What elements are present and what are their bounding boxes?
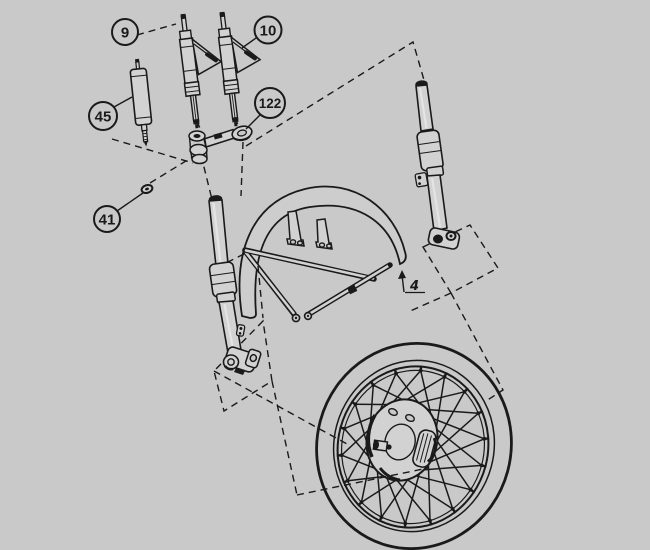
spoke-nipple (450, 507, 455, 511)
spoke-nipple (359, 500, 364, 505)
callout-leaders (113, 37, 262, 212)
fork-leg-right (414, 80, 461, 250)
front-wheel (315, 341, 513, 550)
hub-shading (366, 414, 377, 458)
svg-text:122: 122 (259, 96, 282, 111)
callout-45[interactable]: 45 (88, 101, 118, 131)
alignment-dashed-lines (111, 23, 504, 496)
washer (140, 184, 154, 194)
annotation-4: 4 (398, 270, 425, 294)
spoke-nipple (479, 463, 484, 468)
steering-stem (188, 130, 208, 165)
fork-tab (235, 324, 246, 337)
spoke-nipple (339, 453, 344, 458)
callout-9[interactable]: 9 (111, 18, 139, 46)
spoke-nipple (462, 389, 467, 394)
axle-lug-right (427, 227, 461, 250)
svg-text:45: 45 (95, 109, 112, 126)
spoke-nipple (345, 478, 350, 483)
spoke-nipple (342, 426, 347, 431)
brake-arm-window (412, 429, 437, 468)
axle-housing-left (222, 346, 262, 375)
spoke-nipple (476, 411, 481, 416)
fender-bracket-right (315, 218, 333, 250)
svg-text:9: 9 (121, 25, 129, 42)
spoke-nipple (418, 368, 423, 373)
front-fender (238, 185, 407, 319)
svg-text:10: 10 (260, 23, 277, 40)
fork-tab (414, 172, 429, 188)
callout-41[interactable]: 41 (93, 205, 121, 233)
hub-brake-plate (365, 398, 439, 482)
axle-stub (372, 439, 392, 452)
callout-122[interactable]: 122 (254, 87, 286, 119)
hub-hole (388, 407, 398, 417)
fork-tube-holder-left (178, 13, 223, 129)
spoke-nipple (428, 518, 432, 523)
spoke (433, 391, 466, 447)
callout-10[interactable]: 10 (253, 15, 283, 45)
spoke-nipple (379, 515, 384, 519)
spoke-nipple (442, 375, 447, 379)
tire-outer (315, 341, 513, 550)
brace-cross-clamp (347, 284, 358, 295)
svg-text:41: 41 (99, 212, 116, 229)
spoke-nipple (482, 436, 487, 441)
fender-brace (242, 247, 393, 323)
tire-inner (332, 359, 496, 533)
bottom-yoke (188, 125, 253, 165)
spoke-nipple (353, 402, 358, 407)
spoke-nipple (468, 487, 473, 492)
fender-bracket-left (286, 210, 305, 247)
spoke-nipple (403, 521, 408, 526)
hub-hole (405, 413, 415, 423)
spoke (428, 412, 479, 458)
svg-text:4: 4 (409, 279, 419, 294)
spoke-nipple (371, 383, 376, 387)
hub-shading (378, 467, 401, 482)
steering-damper (129, 58, 153, 147)
fork-tube-holder-right (217, 11, 262, 127)
spoke-nipple (394, 371, 398, 376)
fork-leg-left (208, 195, 262, 375)
